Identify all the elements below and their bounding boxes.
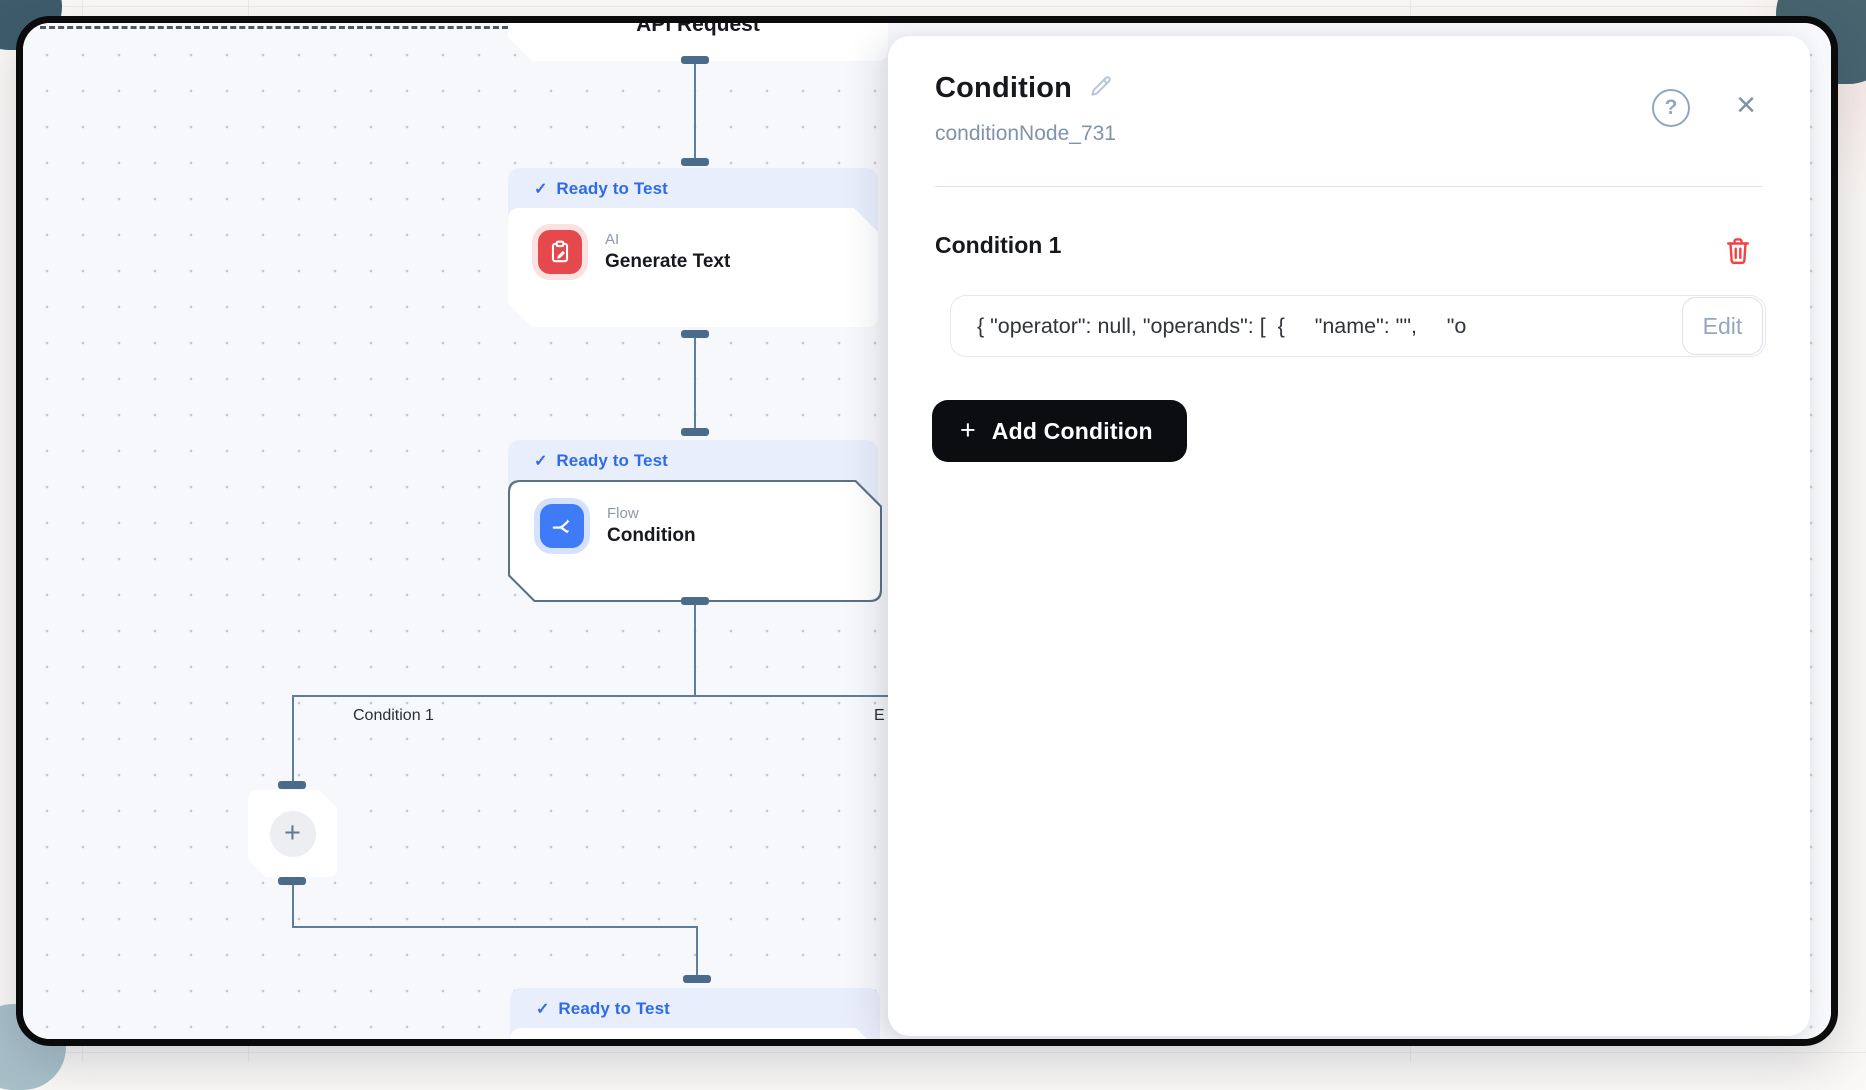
node-category: AI xyxy=(605,231,620,248)
connector-handle[interactable] xyxy=(681,428,709,436)
connector-handle[interactable] xyxy=(278,877,306,885)
connector-handle[interactable] xyxy=(683,975,711,983)
selection-dashed-border xyxy=(40,26,508,29)
node-category: Flow xyxy=(607,505,639,522)
panel-divider xyxy=(935,186,1763,187)
connector-line xyxy=(694,338,696,428)
node-api-request[interactable]: API Request xyxy=(508,16,888,61)
condition-expression-value: { "operator": null, "operands": [ { "nam… xyxy=(977,313,1467,338)
status-badge-label: Ready to Test xyxy=(556,451,668,470)
node-condition[interactable]: ✓ Ready to Test xyxy=(508,440,878,602)
status-badge-label: Ready to Test xyxy=(558,999,670,1018)
connector-line xyxy=(292,926,698,928)
connector-line xyxy=(694,64,696,161)
connector-line xyxy=(292,885,294,928)
add-condition-label: Add Condition xyxy=(991,417,1153,444)
connector-handle[interactable] xyxy=(681,158,709,166)
connector-handle[interactable] xyxy=(681,56,709,64)
check-icon: ✓ xyxy=(536,1001,550,1018)
panel-title: Condition xyxy=(935,72,1073,104)
connector-handle[interactable] xyxy=(681,330,709,338)
node-card[interactable] xyxy=(510,1028,880,1046)
node-add-placeholder[interactable]: + xyxy=(248,790,337,877)
edit-title-pencil-icon[interactable] xyxy=(1088,73,1114,104)
check-icon: ✓ xyxy=(534,453,548,470)
branch-label-condition-1: Condition 1 xyxy=(353,707,434,724)
plus-icon: + xyxy=(960,414,976,445)
condition-branch-icon xyxy=(540,504,584,548)
question-mark-icon: ? xyxy=(1664,96,1678,119)
check-icon: ✓ xyxy=(534,181,548,198)
node-bottom[interactable]: ✓ Ready to Test xyxy=(510,988,880,1046)
condition-inspector-panel: Condition conditionNode_731 ? × Conditio… xyxy=(888,36,1810,1036)
app-window: API Request ✓ Ready to Test xyxy=(16,16,1838,1046)
help-button[interactable]: ? xyxy=(1652,89,1690,127)
close-icon: × xyxy=(1736,86,1756,124)
condition-section-heading: Condition 1 xyxy=(935,232,1062,258)
node-title: Generate Text xyxy=(605,251,731,272)
connector-line xyxy=(694,605,696,697)
node-title: Condition xyxy=(607,525,696,546)
node-card-selected[interactable]: Flow Condition xyxy=(508,480,882,602)
close-panel-button[interactable]: × xyxy=(1726,86,1766,126)
node-id-label: conditionNode_731 xyxy=(935,122,1116,145)
page-grid-line xyxy=(0,1052,1866,1053)
generate-text-icon xyxy=(538,230,582,274)
trash-icon xyxy=(1726,238,1750,265)
node-card[interactable]: AI Generate Text xyxy=(508,208,878,327)
connector-line xyxy=(292,695,294,783)
node-title: API Request xyxy=(636,16,760,36)
branch-label-else: E xyxy=(874,707,885,724)
edit-expression-button[interactable]: Edit xyxy=(1682,297,1763,355)
add-condition-button[interactable]: + Add Condition xyxy=(932,400,1187,462)
page-grid-line xyxy=(0,6,1866,7)
node-generate-text[interactable]: ✓ Ready to Test xyxy=(508,168,878,327)
connector-handle[interactable] xyxy=(278,781,306,789)
status-badge-label: Ready to Test xyxy=(556,179,668,198)
connector-handle[interactable] xyxy=(681,597,709,605)
plus-icon[interactable]: + xyxy=(270,811,316,857)
branch-line xyxy=(292,695,932,697)
connector-line xyxy=(696,926,698,975)
delete-condition-button[interactable] xyxy=(1724,236,1752,266)
edit-button-label: Edit xyxy=(1702,312,1743,339)
condition-expression-field[interactable]: { "operator": null, "operands": [ { "nam… xyxy=(950,295,1766,357)
